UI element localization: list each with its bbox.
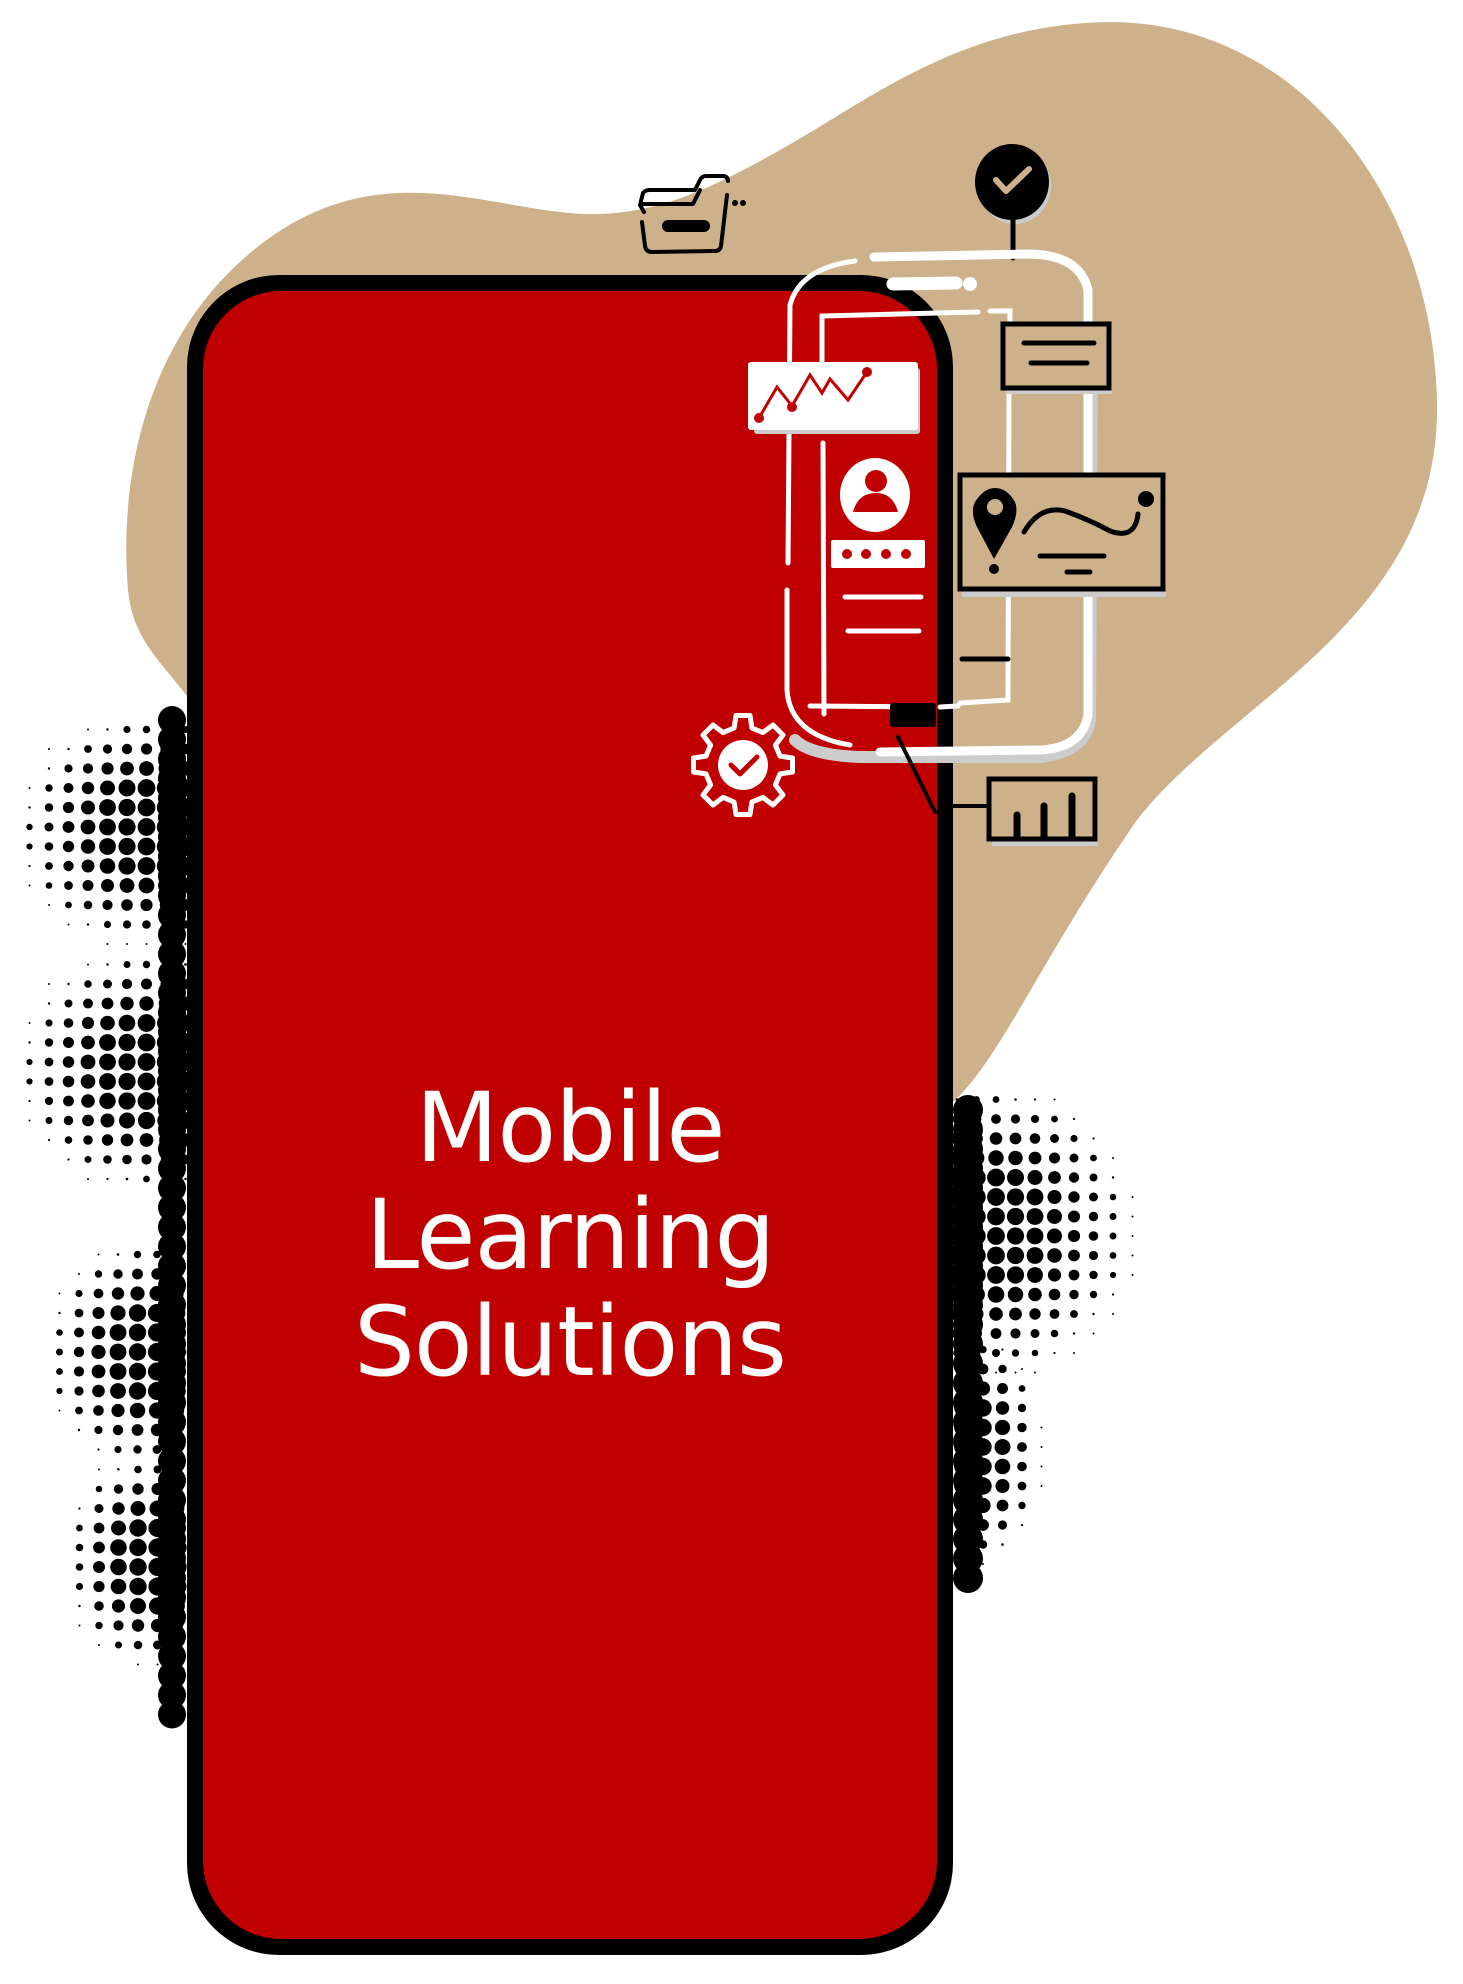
- headline-line-3: Solutions: [353, 1286, 787, 1398]
- main-phone: [187, 275, 953, 1955]
- check-badge-icon: [975, 144, 1051, 261]
- bar-chart-icon: [953, 776, 1098, 846]
- folder-icon: [638, 174, 746, 254]
- ghost-phone-outline: [784, 249, 1098, 814]
- line-chart-icon: [748, 362, 920, 434]
- halftone-dots-decoration: [26, 706, 1134, 1729]
- headline-line-2: Learning: [365, 1179, 776, 1291]
- password-field-icon: [831, 540, 925, 634]
- headline-line-1: Mobile: [415, 1072, 726, 1184]
- headline-title: Mobile Learning Solutions: [203, 1075, 937, 1396]
- user-avatar-icon: [840, 458, 910, 532]
- gear-check-icon: [691, 713, 795, 817]
- map-route-icon: [957, 472, 1166, 597]
- text-card-icon: [1000, 321, 1112, 394]
